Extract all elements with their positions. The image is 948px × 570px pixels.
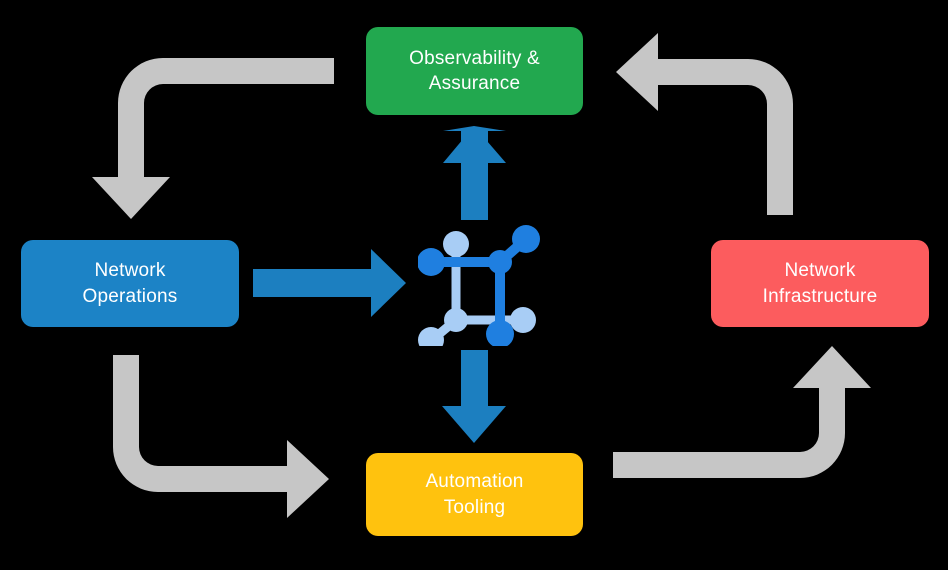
hub-node-right-light — [510, 307, 536, 333]
hub-node-topright-dark — [512, 225, 540, 253]
arrow-operations-to-hub — [253, 249, 406, 317]
node-automation-tooling-label-line1: Automation — [425, 471, 524, 493]
arrow-hub-to-observability-head — [443, 126, 506, 163]
node-observability-label-line1: Observability & — [409, 47, 540, 69]
arrow-hub-to-automation-head — [442, 406, 506, 443]
node-network-operations-label: Network Operations — [83, 258, 178, 308]
node-network-infrastructure[interactable]: Network Infrastructure — [711, 240, 929, 327]
node-observability-assurance[interactable]: Observability & Assurance — [366, 27, 583, 115]
arrow-observability-to-operations — [92, 58, 334, 219]
node-network-infrastructure-label-line1: Network — [784, 260, 856, 282]
node-observability-label-line2: Assurance — [428, 73, 521, 94]
arrow-hub-to-automation-shaft — [461, 350, 488, 410]
node-network-infrastructure-label-line2: Infrastructure — [762, 285, 878, 307]
hub-node-bottom-dark — [486, 320, 514, 346]
hub-node-top-light — [443, 231, 469, 257]
hub-node-bottomleft-light — [418, 327, 444, 346]
hub-node-left-dark — [418, 248, 445, 276]
node-automation-tooling-label: Automation Tooling — [425, 469, 523, 519]
node-network-operations[interactable]: Network Operations — [21, 240, 239, 327]
arrow-operations-to-automation — [113, 355, 329, 518]
arrow-infrastructure-to-observability — [616, 33, 793, 215]
arrow-automation-to-infrastructure — [613, 346, 871, 478]
arrow-hub-to-observability-shaft — [461, 155, 488, 220]
node-automation-tooling[interactable]: Automation Tooling — [366, 453, 583, 536]
node-network-operations-label-line1: Network — [94, 260, 166, 282]
node-observability-label: Observability & Assurance — [409, 46, 540, 96]
hub-node-center-dark — [488, 250, 512, 274]
hub-node-midleft-light — [444, 308, 468, 332]
node-network-operations-label-line2: Operations — [82, 285, 178, 307]
node-automation-tooling-label-line2: Tooling — [443, 496, 506, 518]
node-network-infrastructure-label: Network Infrastructure — [763, 258, 878, 308]
network-topology-icon — [418, 225, 540, 346]
